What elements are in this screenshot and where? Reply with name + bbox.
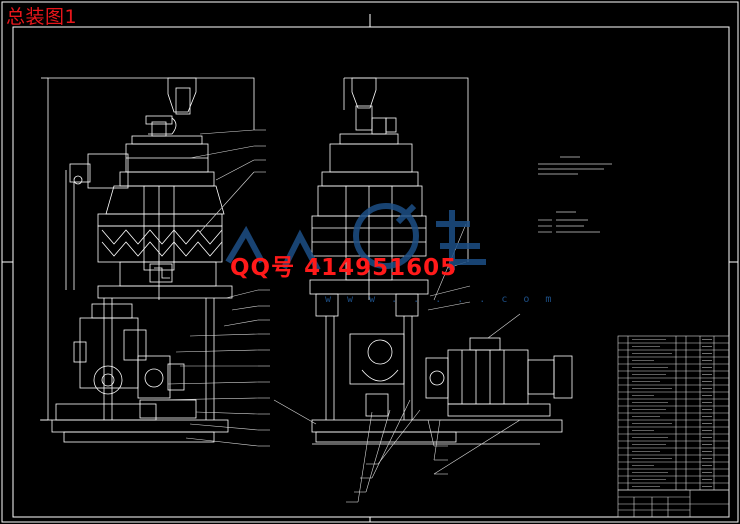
technical-requirements-block bbox=[538, 156, 612, 175]
qq-watermark-text: QQ号 414951605 bbox=[230, 255, 458, 281]
drawing-title: 总装图1 bbox=[6, 6, 78, 28]
watermark-logo-icon bbox=[225, 203, 486, 272]
front-view-elevation bbox=[40, 77, 255, 443]
technical-specs-block bbox=[538, 211, 600, 233]
leader-tick-marks bbox=[254, 129, 448, 503]
centering-marks bbox=[2, 14, 738, 522]
side-view-elevation bbox=[309, 77, 573, 445]
leader-lines bbox=[153, 129, 521, 503]
parts-list-rows bbox=[618, 342, 729, 484]
url-watermark-text: w w w . . . . . c o m bbox=[325, 294, 557, 305]
title-block bbox=[617, 489, 730, 518]
parts-list-text-strokes bbox=[632, 339, 712, 487]
inner-frame-border bbox=[12, 26, 730, 518]
